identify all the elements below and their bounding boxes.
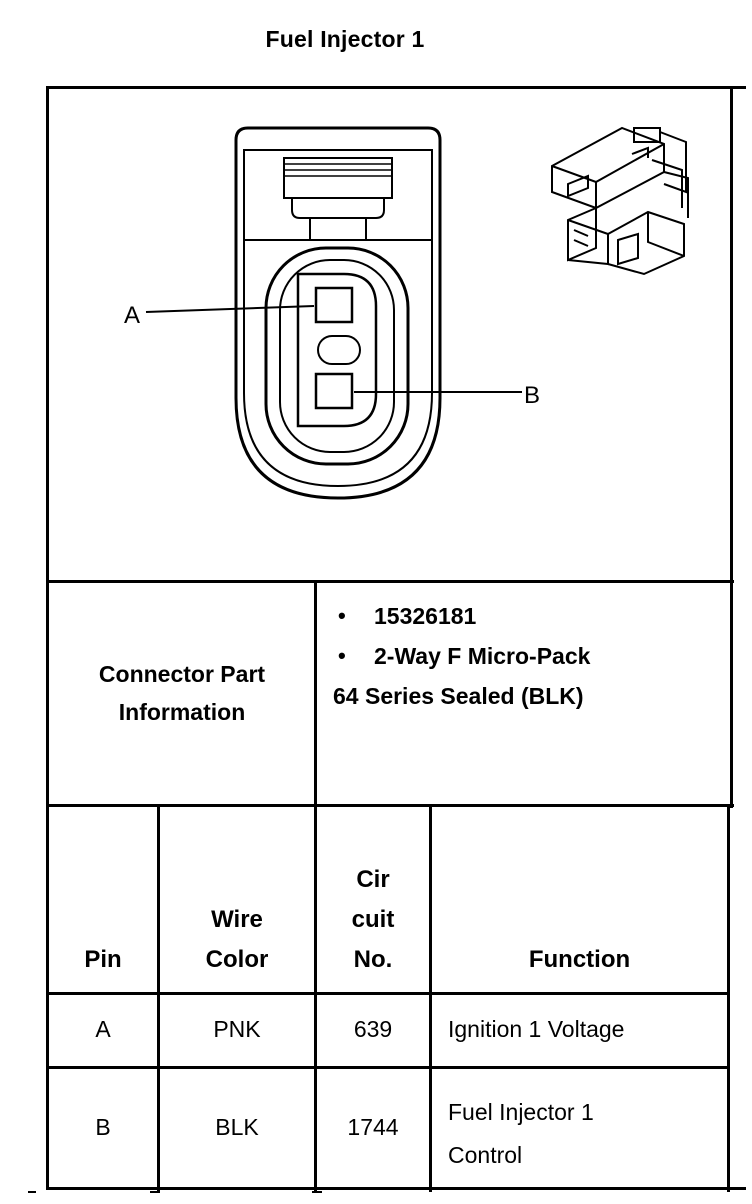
divider-line	[46, 992, 730, 995]
row-b-function-line1: Fuel Injector 1	[448, 1099, 594, 1125]
scan-artifact	[28, 1191, 36, 1193]
row-b-function: Fuel Injector 1 Control	[448, 1091, 594, 1177]
divider-line	[46, 1066, 730, 1069]
scan-artifact	[312, 1191, 322, 1193]
bullet-icon: •	[338, 643, 346, 668]
part-number: 15326181	[374, 603, 477, 629]
divider-line	[46, 580, 734, 583]
header-circuit-no: Cir cuit No.	[317, 860, 429, 980]
header-circuit-line2: cuit	[351, 906, 395, 933]
page-title: Fuel Injector 1	[265, 26, 425, 52]
connector-face-drawing	[145, 126, 689, 500]
header-circuit-line1: Cir	[356, 866, 390, 893]
row-a-wire-color: PNK	[213, 1016, 261, 1042]
part-description: 2-Way F Micro-Pack	[374, 643, 591, 669]
right-edge-line	[730, 86, 733, 584]
column-divider	[157, 804, 160, 1192]
column-divider	[314, 580, 317, 1192]
header-pin: Pin	[84, 946, 122, 973]
scan-artifact	[150, 1191, 160, 1193]
right-edge-line	[727, 806, 730, 1192]
right-edge-line	[730, 582, 733, 808]
connector-table-frame	[46, 86, 746, 1190]
header-wire-line2: Color	[205, 946, 269, 973]
info-label-line2: Information	[118, 699, 246, 725]
header-function: Function	[528, 946, 631, 973]
row-b-circuit: 1744	[347, 1114, 399, 1140]
row-a-function: Ignition 1 Voltage	[448, 1016, 625, 1042]
pin-a-callout-label: A	[124, 302, 141, 329]
bullet-icon: •	[338, 603, 346, 628]
pin-b-callout-label: B	[524, 382, 541, 409]
row-b-wire-color: BLK	[215, 1114, 259, 1140]
header-circuit-line3: No.	[353, 946, 393, 973]
row-a-circuit: 639	[353, 1016, 393, 1042]
part-description-continued: 64 Series Sealed (BLK)	[333, 683, 584, 709]
row-b-function-line2: Control	[448, 1142, 523, 1168]
row-b-pin: B	[95, 1114, 111, 1140]
header-wire-color: Wire Color	[160, 900, 314, 980]
divider-line	[46, 804, 734, 807]
connector-part-info-label: Connector Part Information	[49, 655, 315, 731]
connector-isometric-drawing	[551, 126, 689, 276]
header-wire-line1: Wire	[211, 906, 263, 933]
info-label-line1: Connector Part	[98, 661, 266, 687]
column-divider	[429, 804, 432, 1192]
connector-diagram: A B	[48, 88, 730, 582]
row-a-pin: A	[95, 1016, 111, 1042]
